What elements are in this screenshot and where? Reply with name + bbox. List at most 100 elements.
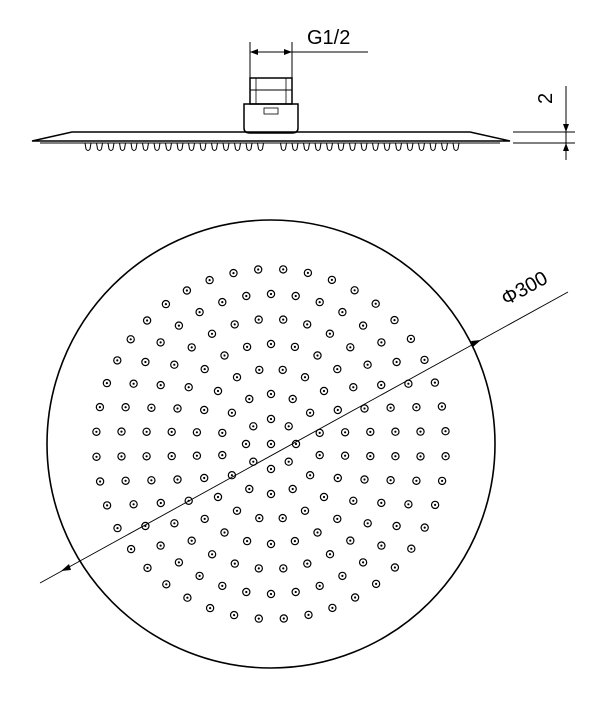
side-nozzle xyxy=(199,142,207,151)
nozzle-hole-center xyxy=(287,425,290,428)
diameter-label: Φ300 xyxy=(498,267,552,310)
nozzle-hole-center xyxy=(415,406,418,409)
side-nozzle xyxy=(372,142,379,151)
thickness-label: 2 xyxy=(535,93,557,104)
side-nozzle xyxy=(452,142,460,151)
nozzle-hole-center xyxy=(362,324,365,327)
nozzle-hole-center xyxy=(441,479,444,482)
nozzle-hole-center xyxy=(362,561,365,564)
side-nozzle xyxy=(130,142,138,151)
nozzle-hole-center xyxy=(170,430,173,433)
nozzle-hole-center xyxy=(407,382,410,385)
nozzle-hole-center xyxy=(269,292,273,296)
side-nozzle xyxy=(119,142,126,151)
nozzle-hole-center xyxy=(159,544,162,547)
nozzle-hole-center xyxy=(248,487,251,491)
nozzle-hole-center xyxy=(440,405,443,408)
nozzle-hole-center xyxy=(221,431,224,434)
side-nozzle xyxy=(406,142,414,151)
side-nozzle xyxy=(337,142,345,151)
side-nozzle xyxy=(153,142,161,151)
nozzle-hole-center xyxy=(434,503,437,506)
nozzle-hole-center xyxy=(230,411,233,414)
nozzle-pattern xyxy=(92,265,450,623)
nozzle-hole-center xyxy=(395,360,398,364)
nozzle-hole-center xyxy=(389,406,392,409)
nozzle-hole-center xyxy=(281,517,284,520)
nozzle-hole-center xyxy=(419,455,422,458)
nozzle-hole-center xyxy=(366,522,369,525)
nozzle-hole-center xyxy=(366,363,369,366)
nozzle-hole-center xyxy=(395,524,398,528)
nozzle-hole-center xyxy=(269,542,273,546)
nozzle-hole-center xyxy=(353,289,356,292)
nozzle-hole-center xyxy=(246,540,249,543)
nozzle-hole-center xyxy=(269,492,273,496)
nozzle-hole-center xyxy=(221,301,224,304)
side-nozzle xyxy=(107,142,115,151)
nozzle-hole-center xyxy=(203,517,206,521)
nozzle-hole-center xyxy=(389,479,392,482)
nozzle-hole-center xyxy=(282,617,285,620)
side-nozzle xyxy=(303,142,310,151)
nozzle-hole-center xyxy=(105,382,108,385)
nozzle-hole-center xyxy=(150,479,153,482)
nozzle-hole-center xyxy=(423,358,426,361)
nozzle-hole-center xyxy=(99,480,102,483)
nozzle-hole-center xyxy=(336,517,339,521)
nozzle-hole-center xyxy=(294,590,297,594)
nozzle-hole-center xyxy=(309,411,312,414)
connector-nut xyxy=(243,77,299,134)
nozzle-hole-center xyxy=(252,425,255,428)
thickness-dimension: 2 xyxy=(513,86,575,160)
nozzle-hole-center xyxy=(394,430,397,433)
nozzle-hole-center xyxy=(341,311,344,314)
nozzle-hole-center xyxy=(195,431,198,434)
side-nozzle xyxy=(245,142,253,151)
nozzle-hole-center xyxy=(177,561,180,564)
top-view: Φ300 xyxy=(39,219,569,669)
nozzle-hole-center xyxy=(198,574,201,578)
nozzle-hole-center xyxy=(316,531,319,534)
nozzle-hole-center xyxy=(124,406,127,409)
side-nozzle xyxy=(291,142,299,151)
side-nozzle xyxy=(176,142,184,151)
nozzle-hole-center xyxy=(203,408,206,412)
nozzle-hole-center xyxy=(369,455,372,458)
nozzle-hole-center xyxy=(209,607,212,610)
nozzle-hole-center xyxy=(203,368,206,371)
nozzle-hole-center xyxy=(230,474,233,477)
nozzle-hole-center xyxy=(269,592,273,596)
nozzle-hole-center xyxy=(246,345,249,348)
nozzle-hole-center xyxy=(269,442,273,446)
nozzle-hole-center xyxy=(233,614,236,617)
nozzle-hole-center xyxy=(176,407,179,410)
nozzle-hole-center xyxy=(106,504,109,507)
nozzle-hole-center xyxy=(144,360,147,364)
thread-dimension: G1/2 xyxy=(249,27,368,80)
nozzle-hole-center xyxy=(322,495,326,499)
nozzle-hole-center xyxy=(233,562,236,565)
nozzle-hole-center xyxy=(233,323,236,326)
nozzle-hole-center xyxy=(116,527,119,530)
nozzle-hole-center xyxy=(244,442,248,446)
nozzle-hole-center xyxy=(223,531,226,534)
side-nozzle xyxy=(211,142,218,151)
side-nozzle xyxy=(257,142,264,151)
nozzle-hole-center xyxy=(269,392,273,396)
nozzle-hole-center xyxy=(282,318,285,321)
side-nozzle xyxy=(441,142,448,151)
nozzle-hole-center xyxy=(336,368,339,371)
nozzle-hole-center xyxy=(349,539,352,542)
nozzle-hole-center xyxy=(257,567,260,570)
nozzle-hole-center xyxy=(132,503,135,506)
nozzle-hole-center xyxy=(282,567,285,570)
nozzle-hole-center xyxy=(363,478,366,481)
side-nozzle xyxy=(188,142,195,151)
nozzle-hole-center xyxy=(269,467,273,471)
nozzle-hole-center xyxy=(95,455,98,458)
nozzle-hole-center xyxy=(374,302,377,305)
side-nozzle xyxy=(418,142,425,151)
nozzle-hole-center xyxy=(293,540,296,543)
nozzle-hole-center xyxy=(203,476,206,480)
